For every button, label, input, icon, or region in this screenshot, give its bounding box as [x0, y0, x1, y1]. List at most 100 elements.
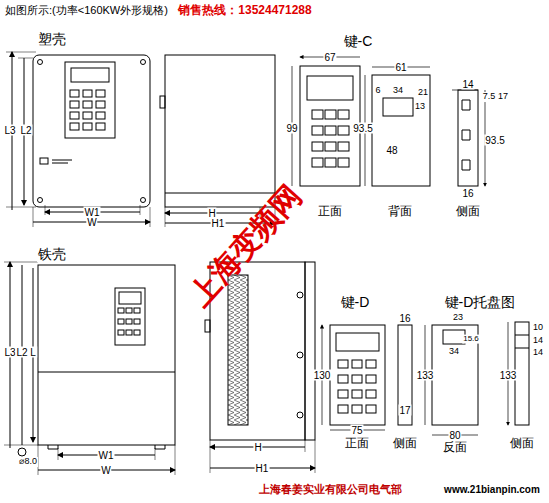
- key-button: [134, 330, 140, 335]
- key-button: [312, 158, 323, 167]
- dimension-label: 23: [452, 313, 464, 323]
- dimension-label: W1: [98, 450, 115, 461]
- key-button: [338, 360, 348, 368]
- key-button: [96, 90, 105, 97]
- dimension-label: 13: [414, 102, 426, 112]
- key-button: [325, 126, 336, 135]
- dimension-label: www.21bianpin.com: [443, 484, 541, 495]
- key-button: [312, 110, 323, 119]
- dimension-label: 14: [532, 348, 544, 358]
- key-button: [366, 360, 376, 368]
- dimension-label: L: [29, 347, 37, 358]
- key-button: [118, 308, 124, 313]
- dimension-label: H: [253, 442, 262, 453]
- key-button: [134, 308, 140, 313]
- dimension-label: 14: [461, 79, 474, 90]
- key-button: [83, 123, 92, 130]
- dimension-label: 键-D托盘图: [444, 295, 517, 310]
- key-button: [83, 101, 92, 108]
- dimension-label: 正面: [344, 437, 370, 450]
- key-button: [118, 319, 124, 324]
- dimension-label: 93.5: [484, 135, 505, 146]
- key-button: [118, 330, 124, 335]
- dimension-label: 塑壳: [37, 32, 67, 47]
- dimension-label: ⌀8.0: [18, 457, 38, 467]
- dimension-label: 铁壳: [37, 247, 67, 262]
- key-button: [366, 390, 376, 398]
- key-button: [366, 405, 376, 413]
- dimension-label: 93.5: [352, 123, 373, 134]
- key-button: [70, 101, 79, 108]
- key-button: [325, 110, 336, 119]
- key-button: [325, 142, 336, 151]
- dimension-label: 16: [398, 313, 411, 324]
- key-button: [126, 308, 132, 313]
- key-button: [83, 90, 92, 97]
- key-button: [352, 375, 362, 383]
- key-button: [70, 112, 79, 119]
- dimension-label: 48: [385, 145, 398, 156]
- dimension-label: 17: [398, 405, 411, 416]
- dimension-label: W: [86, 217, 97, 228]
- key-button: [366, 375, 376, 383]
- key-button: [126, 330, 132, 335]
- key-button: [338, 126, 349, 135]
- dimension-label: 7.5: [482, 92, 497, 102]
- dimension-label: 61: [394, 62, 407, 73]
- key-button: [352, 390, 362, 398]
- dimension-label: 销售热线：13524471288: [177, 4, 312, 17]
- dimension-label: 34: [448, 347, 460, 357]
- key-button: [338, 142, 349, 151]
- dimension-label: 键-D: [340, 295, 371, 310]
- dimension-label: H1: [255, 463, 270, 474]
- dimension-label: 背面: [387, 205, 413, 218]
- key-button: [126, 319, 132, 324]
- dimension-label: 10: [532, 323, 544, 333]
- key-button: [134, 319, 140, 324]
- dimension-label: 34: [392, 86, 404, 96]
- dimension-label: 130: [313, 370, 332, 381]
- key-button: [83, 112, 92, 119]
- dimension-label: L2: [15, 347, 28, 358]
- key-button: [352, 405, 362, 413]
- dimension-label: L2: [19, 125, 32, 136]
- heading: 如图所示:(功率<160KW外形规格): [4, 4, 169, 16]
- dimension-label: 133: [499, 370, 518, 381]
- dimension-label: 正面: [317, 205, 343, 218]
- key-button: [338, 405, 348, 413]
- dimension-label: 75: [350, 425, 363, 436]
- key-button: [312, 126, 323, 135]
- dimension-label: 21: [417, 88, 429, 98]
- key-button: [338, 110, 349, 119]
- dimension-label: 键-C: [343, 34, 374, 49]
- dimension-label: 16: [461, 188, 474, 199]
- dimension-label: 80: [448, 430, 461, 441]
- dimension-label: W: [100, 465, 111, 476]
- dimension-label: 侧面: [455, 205, 481, 218]
- key-button: [312, 142, 323, 151]
- dimension-label: 侧面: [392, 437, 418, 450]
- dimension-label: H1: [211, 218, 226, 229]
- key-button: [352, 360, 362, 368]
- key-button: [70, 123, 79, 130]
- dimension-label: L3: [3, 125, 16, 136]
- key-button: [96, 123, 105, 130]
- key-button: [338, 158, 349, 167]
- dimension-label: 15.6: [462, 335, 480, 344]
- dimension-label: 侧面: [509, 437, 535, 450]
- dimension-label: 133: [416, 370, 435, 381]
- dimension-label: 上海春姜实业有限公司电气部: [258, 483, 403, 495]
- key-button: [96, 101, 105, 108]
- dimension-label: 17: [497, 92, 509, 102]
- key-button: [325, 158, 336, 167]
- key-button: [96, 112, 105, 119]
- dimension-label: 67: [323, 52, 336, 63]
- dimension-label: 14: [532, 336, 544, 346]
- dimension-label: 99: [285, 123, 298, 134]
- key-button: [70, 90, 79, 97]
- dimension-label: 6: [374, 86, 381, 96]
- key-button: [338, 390, 348, 398]
- dimension-label: 反面: [442, 441, 468, 454]
